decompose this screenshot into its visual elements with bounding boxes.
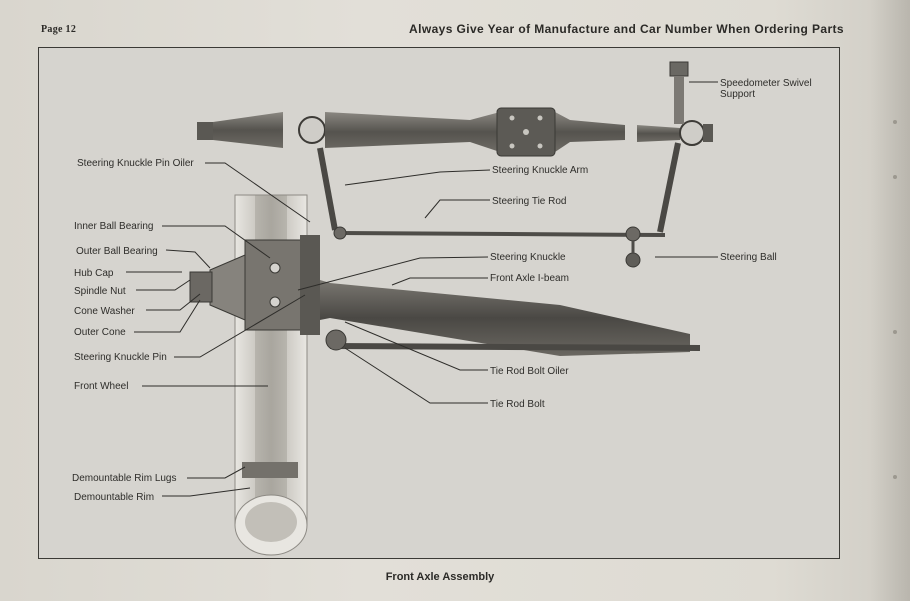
ordering-notice: Always Give Year of Manufacture and Car … <box>409 22 844 36</box>
label-steering-knuckle-arm: Steering Knuckle Arm <box>492 165 588 176</box>
label-steering-tie-rod: Steering Tie Rod <box>492 196 567 207</box>
label-tie-rod-bolt-oiler: Tie Rod Bolt Oiler <box>490 366 569 377</box>
label-speedometer-swivel-support-1: Speedometer Swivel <box>720 78 812 89</box>
page-number: Page 12 <box>41 24 77 35</box>
label-steering-ball: Steering Ball <box>720 252 777 263</box>
leader-lines <box>126 81 718 497</box>
binder-mark <box>893 330 897 334</box>
binder-mark <box>893 120 897 124</box>
part-labels: Speedometer Swivel Support Steering Knuc… <box>72 78 812 503</box>
label-steering-knuckle-pin: Steering Knuckle Pin <box>74 352 167 363</box>
label-front-wheel: Front Wheel <box>74 381 128 392</box>
label-demountable-rim-lugs: Demountable Rim Lugs <box>72 473 177 484</box>
label-tie-rod-bolt: Tie Rod Bolt <box>490 399 545 410</box>
label-front-axle-i-beam: Front Axle I-beam <box>490 273 569 284</box>
label-steering-knuckle: Steering Knuckle <box>490 252 566 263</box>
lower-assembly-drawing <box>189 194 701 556</box>
page-edge-shadow <box>870 0 910 601</box>
label-cone-washer: Cone Washer <box>74 306 135 317</box>
label-demountable-rim: Demountable Rim <box>74 492 154 503</box>
binder-mark <box>893 175 897 179</box>
figure-caption: Front Axle Assembly <box>385 571 495 583</box>
upper-axle-drawing <box>197 61 713 268</box>
label-inner-ball-bearing: Inner Ball Bearing <box>74 221 154 232</box>
label-spindle-nut: Spindle Nut <box>74 286 126 297</box>
binder-mark <box>893 475 897 479</box>
label-steering-knuckle-pin-oiler: Steering Knuckle Pin Oiler <box>77 158 194 169</box>
label-speedometer-swivel-support-2: Support <box>720 89 755 100</box>
label-outer-cone: Outer Cone <box>74 327 126 338</box>
label-hub-cap: Hub Cap <box>74 268 114 279</box>
label-outer-ball-bearing: Outer Ball Bearing <box>76 246 158 257</box>
